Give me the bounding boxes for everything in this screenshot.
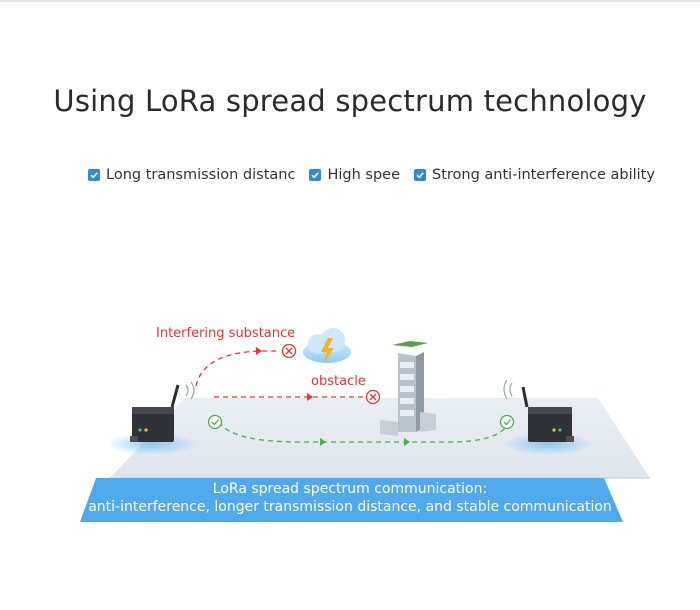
arrow-icon: [307, 393, 313, 401]
left-lora-device: [106, 384, 198, 455]
arrow-icon: [320, 438, 326, 446]
feature-list: Long transmission distanc High spee Stro…: [88, 164, 669, 186]
feature-item-long-distance: Long transmission distanc: [88, 167, 295, 183]
arrow-icon: [404, 438, 410, 446]
interference-path: [195, 350, 280, 387]
checkbox-checked-icon: [309, 169, 322, 181]
right-lora-device: [502, 386, 594, 455]
feature-item-anti-interference: Strong anti-interference ability: [414, 167, 655, 183]
banner-line-2: anti-interference, longer transmission d…: [88, 499, 612, 515]
successful-path: [218, 421, 509, 443]
banner-line-1: LoRa spread spectrum communication:: [212, 481, 488, 497]
signal-waves-icon: [185, 381, 195, 400]
blocked-x-icon: [281, 343, 297, 359]
checkbox-checked-icon: [88, 169, 100, 181]
storm-cloud-icon: [303, 328, 351, 364]
success-check-icon: [499, 414, 515, 430]
checkbox-checked-icon: [414, 169, 427, 181]
success-check-icon: [207, 414, 223, 430]
feature-item-high-speed: High spee: [309, 167, 400, 183]
feature-label: High spee: [327, 167, 401, 183]
page-title: Using LoRa spread spectrum technology: [53, 84, 647, 118]
blocked-x-icon: [365, 389, 381, 405]
feature-label: Strong anti-interference ability: [432, 167, 655, 183]
floor-plane: [110, 398, 650, 478]
obstacle-label: obstacle: [311, 374, 366, 389]
building-obstacle: [380, 341, 436, 436]
banner-text: LoRa spread spectrum communication: anti…: [80, 480, 620, 516]
info-banner: [80, 478, 623, 522]
feature-label: Long transmission distanc: [106, 167, 296, 183]
interfering-substance-label: Interfering substance: [156, 326, 295, 341]
top-divider: [0, 0, 700, 2]
arrow-icon: [256, 347, 262, 355]
signal-waves-icon: [503, 379, 513, 400]
